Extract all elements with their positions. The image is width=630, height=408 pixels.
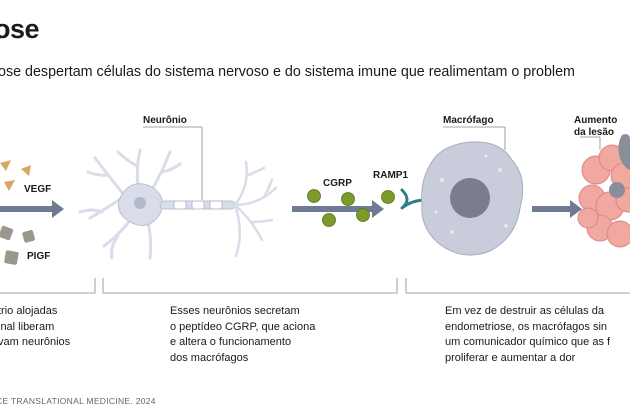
lesion-growth-label: Aumento da lesão [574,115,618,138]
neuron-illustration [78,148,278,260]
cgrp-label: CGRP [323,178,352,189]
ramp1-label: RAMP1 [373,170,409,181]
arrow-1 [0,200,64,218]
vegf-molecules [0,160,31,191]
pigf-label: PIGF [27,251,51,262]
lesion-illustration [577,134,630,248]
page-subtitle: ose despertam células do sistema nervoso… [0,64,575,80]
macrophage-label: Macrófago [443,115,494,126]
caption-stage-3: Em vez de destruir as células da endomet… [445,305,611,364]
macrophage-illustration [421,141,524,256]
arrow-3 [532,200,582,218]
stage-brackets [0,278,630,294]
cgrp-molecules [307,189,395,227]
page-title: ose [0,14,40,44]
source-credit: CE TRANSLATIONAL MEDICINE. 2024 [0,396,156,406]
neuron-label: Neurônio [143,115,187,126]
caption-stage-1: trio alojadas inal liberam vam neurônios [0,305,71,348]
caption-stage-2: Esses neurônios secretam o peptídeo CGRP… [170,305,316,364]
vegf-label: VEGF [24,184,52,195]
arrow-2 [292,200,384,218]
pigf-molecules [0,225,35,265]
